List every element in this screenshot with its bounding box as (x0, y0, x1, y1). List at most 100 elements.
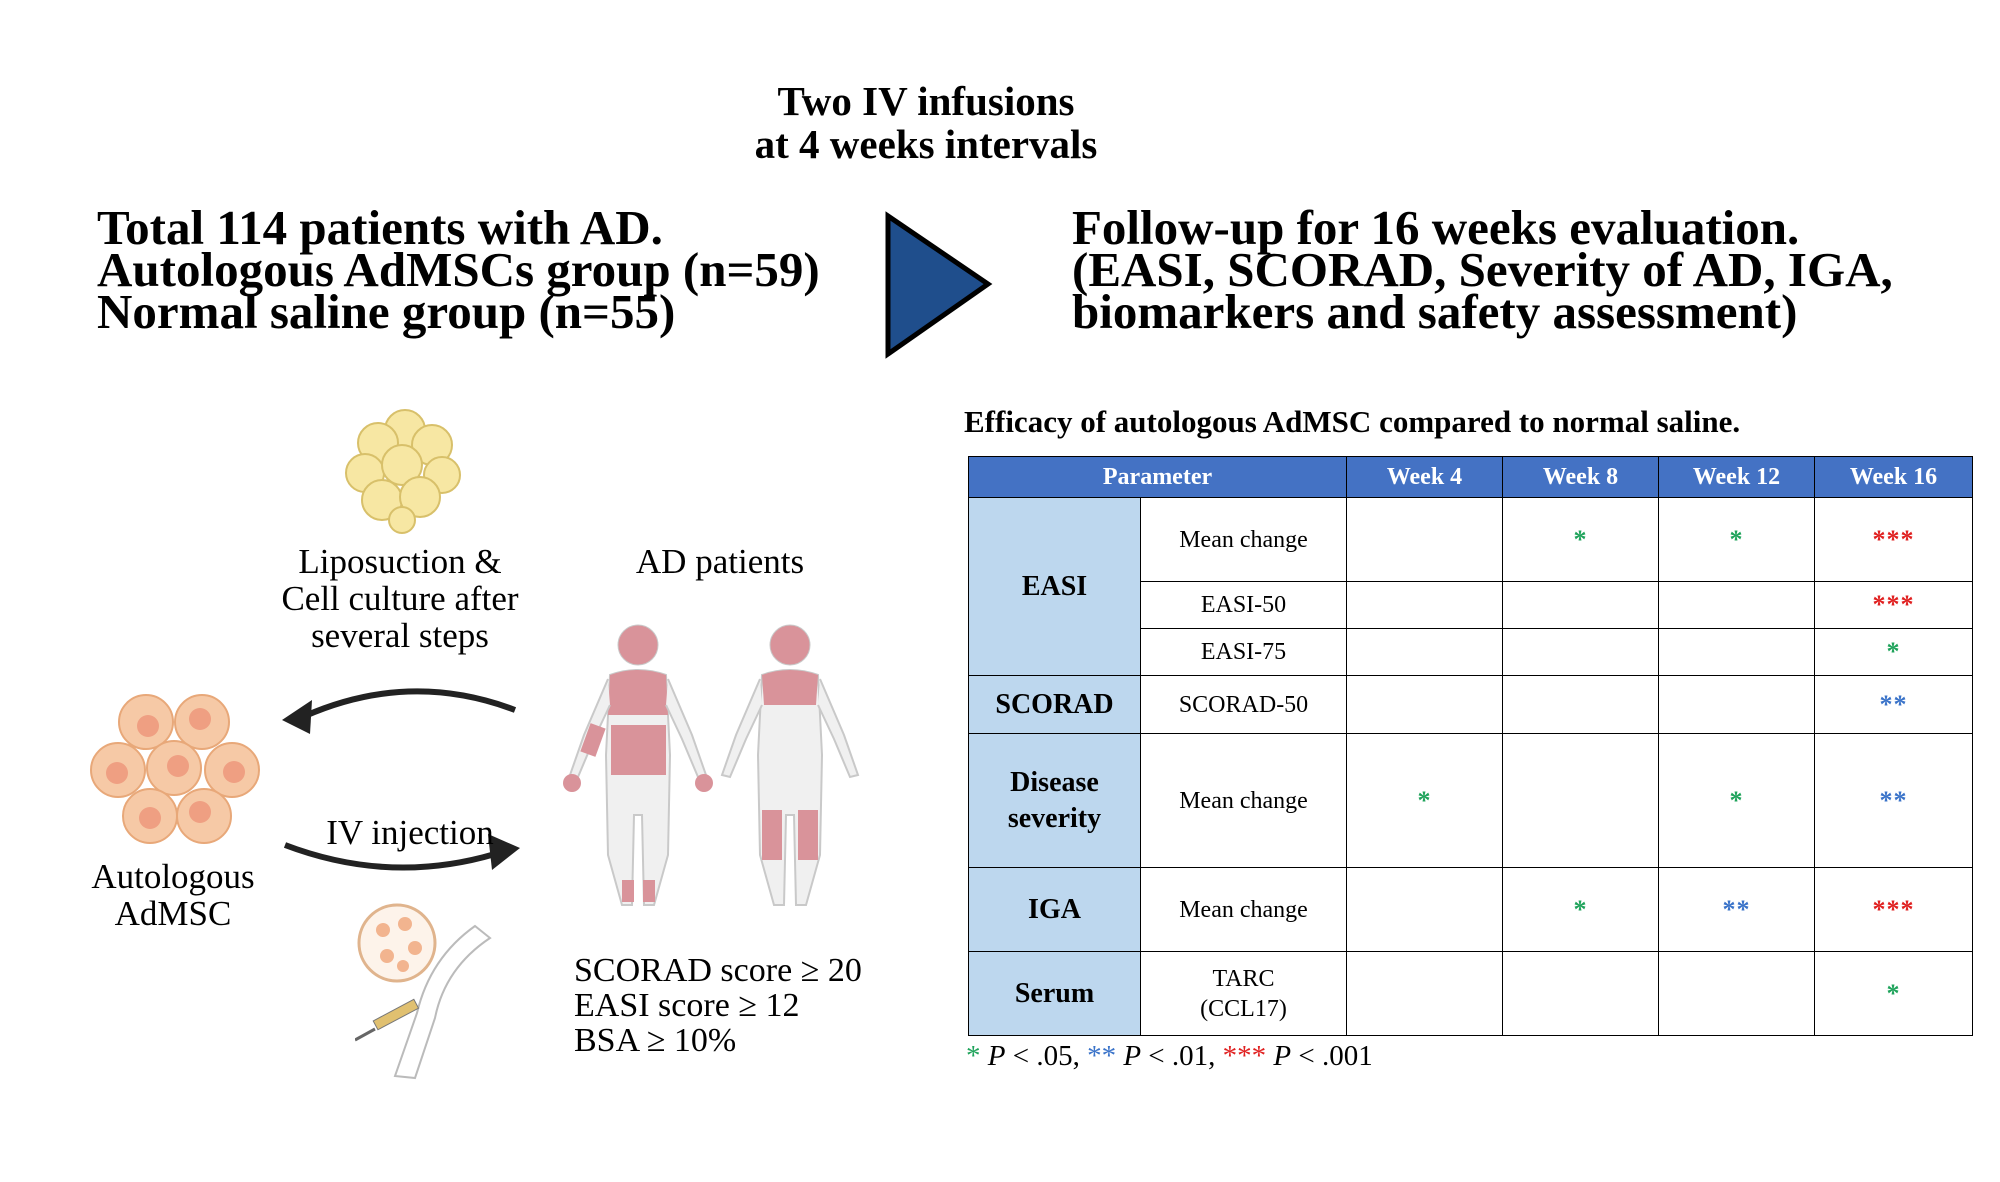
followup-heading: Follow-up for 16 weeks evaluation. (EASI… (1072, 203, 1893, 339)
sig-cell: * (1346, 733, 1504, 868)
sig-cell: * (1814, 951, 1974, 1036)
footnote-star-3: *** (1222, 1040, 1267, 1072)
sig-cell (1502, 733, 1660, 868)
sig-cell: ** (1814, 675, 1974, 734)
cohort-line-1: Total 114 patients with AD. (97, 200, 663, 255)
inclusion-criteria: SCORAD score ≥ 20 EASI score ≥ 12 BSA ≥ … (574, 953, 862, 1058)
param-iga: IGA (968, 867, 1141, 952)
followup-line-3: biomarkers and safety assessment) (1072, 284, 1798, 339)
header-week-16: Week 16 (1814, 456, 1974, 498)
sub-label: Mean change (1139, 497, 1348, 582)
liposuction-line-3: several steps (311, 616, 489, 655)
footnote-value-3: < .001 (1291, 1040, 1373, 1072)
footnote-star-1: * (966, 1040, 981, 1072)
sub-label: EASI-75 (1139, 628, 1348, 676)
sig-cell: ** (1814, 733, 1974, 868)
cohort-heading: Total 114 patients with AD. Autologous A… (97, 200, 820, 339)
sub-label: EASI-50 (1139, 581, 1348, 629)
admsc-label: Autologous AdMSC (68, 858, 278, 932)
sig-cell (1658, 628, 1816, 676)
front-body-figure (563, 624, 713, 906)
progress-arrow-icon (885, 211, 993, 359)
liposuction-line-2: Cell culture after (281, 579, 519, 618)
cycle-arrows (282, 688, 520, 871)
ad-patients-label: AD patients (635, 542, 805, 581)
sig-cell (1502, 581, 1660, 629)
sig-cell: * (1814, 628, 1974, 676)
tarc-line-2: (CCL17) (1200, 995, 1287, 1022)
param-disease-line-1: Disease (1010, 766, 1099, 798)
footnote-value-1: < .05, (1005, 1040, 1088, 1072)
table-row: EASI Mean change * * *** (968, 497, 1974, 676)
table-row: Disease severity Mean change * * ** (968, 733, 1974, 868)
footnote-star-2: ** (1087, 1040, 1117, 1072)
header-parameter: Parameter (967, 456, 1348, 498)
table-row: EASI-50 *** (969, 581, 1974, 629)
sub-label: Mean change (1139, 867, 1348, 952)
sig-cell (1346, 951, 1504, 1036)
admsc-cells-icon (90, 694, 260, 844)
liposuction-line-1: Liposuction & (298, 542, 502, 581)
body-figures-icon (563, 624, 860, 906)
tarc-line-1: TARC (1212, 965, 1275, 992)
admsc-line-2: AdMSC (114, 894, 232, 933)
sig-cell: * (1502, 497, 1660, 582)
arrow-right-icon (488, 834, 520, 870)
param-serum: Serum (968, 951, 1141, 1036)
table-row: Serum TARC (CCL17) * (968, 951, 1974, 1036)
table-row: IGA Mean change * ** *** (968, 867, 1974, 952)
iv-injection-label: IV injection (326, 813, 494, 852)
footnote-p-1: P (987, 1040, 1006, 1072)
criterion-easi: EASI score ≥ 12 (574, 987, 800, 1024)
header-week-12: Week 12 (1658, 456, 1816, 498)
infusion-label: Two IV infusions at 4 weeks intervals (0, 80, 1852, 166)
sig-cell: *** (1814, 867, 1974, 952)
sig-cell: *** (1814, 497, 1974, 582)
sig-cell (1658, 581, 1816, 629)
sub-label: Mean change (1139, 733, 1348, 868)
sig-cell: *** (1814, 581, 1974, 629)
footnote-p-2: P (1123, 1040, 1142, 1072)
liposuction-label: Liposuction & Cell culture after several… (250, 543, 550, 654)
criterion-bsa: BSA ≥ 10% (574, 1022, 737, 1059)
header-week-8: Week 8 (1502, 456, 1660, 498)
header-week-4: Week 4 (1346, 456, 1504, 498)
cohort-line-2: Autologous AdMSCs group (n=59) (97, 242, 820, 297)
infusion-line-1: Two IV infusions (777, 78, 1075, 124)
sub-label-tarc: TARC (CCL17) (1139, 951, 1348, 1036)
param-disease-line-2: severity (1007, 802, 1102, 834)
sig-cell (1502, 675, 1660, 734)
admsc-line-1: Autologous (91, 857, 255, 896)
significance-footnote: * P < .05, ** P < .01, *** P < .001 (966, 1040, 1373, 1073)
sig-cell (1346, 581, 1504, 629)
sig-cell: * (1658, 733, 1816, 868)
param-scorad: SCORAD (968, 675, 1141, 734)
injection-arm-icon (355, 903, 492, 1080)
sig-cell (1346, 675, 1504, 734)
table-row: SCORAD SCORAD-50 ** (968, 675, 1974, 734)
sub-label: SCORAD-50 (1139, 675, 1348, 734)
sig-cell: * (1658, 497, 1816, 582)
sig-cell (1658, 675, 1816, 734)
followup-line-2: (EASI, SCORAD, Severity of AD, IGA, (1072, 242, 1893, 297)
criterion-scorad: SCORAD score ≥ 20 (574, 952, 862, 989)
table-title: Efficacy of autologous AdMSC compared to… (964, 404, 1741, 439)
param-easi: EASI (968, 497, 1141, 676)
sig-cell (1346, 628, 1504, 676)
footnote-p-3: P (1273, 1040, 1292, 1072)
sig-cell (1502, 628, 1660, 676)
sig-cell: ** (1658, 867, 1816, 952)
infusion-line-2: at 4 weeks intervals (754, 121, 1098, 167)
cohort-line-3: Normal saline group (n=55) (97, 284, 676, 339)
efficacy-table: Parameter Week 4 Week 8 Week 12 Week 16 … (967, 456, 1974, 1036)
sig-cell (1346, 497, 1504, 582)
sig-cell: * (1502, 867, 1660, 952)
back-body-figure (720, 624, 860, 906)
sig-cell (1658, 951, 1816, 1036)
table-header-row: Parameter Week 4 Week 8 Week 12 Week 16 (967, 456, 1974, 498)
param-disease-severity: Disease severity (968, 733, 1141, 868)
sig-cell (1502, 951, 1660, 1036)
adipocyte-cluster-icon (345, 409, 461, 534)
footnote-value-2: < .01, (1141, 1040, 1223, 1072)
sig-cell (1346, 867, 1504, 952)
